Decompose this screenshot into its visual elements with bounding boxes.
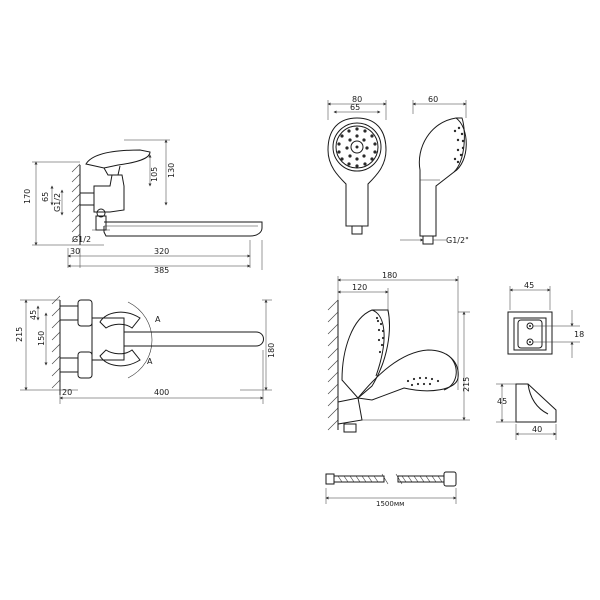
mixer-top-view: A A 215 45 150 180 20 400 [15,295,276,404]
side-nozzles [453,126,465,164]
dim-45-top: 45 [29,310,38,320]
mark-a-top: A [155,315,161,324]
dim-45-bracket: 45 [524,281,534,290]
shower-head-side-view: 60 G1/2" [400,95,469,245]
dim-120-holder: 120 [352,283,367,292]
dim-105: 105 [150,167,159,182]
dim-45-bracket-side: 45 [497,397,507,406]
thread-g12-shower: G1/2" [446,236,469,245]
dim-130: 130 [167,163,176,178]
shower-head-front-view: 80 65 [327,95,387,235]
mixer-side-view: 170 65 G1/2 105 130 G1/2 30 320 385 [23,139,263,275]
dim-170: 170 [23,189,32,204]
dim-1500mm: 1500мм [376,500,404,508]
dim-215-holder: 215 [462,377,471,392]
dim-180-holder: 180 [382,271,397,280]
dim-385: 385 [154,266,169,275]
dim-215-top: 215 [15,327,24,342]
upright-nozzles [375,316,385,354]
dim-30: 30 [70,247,80,256]
spray-nozzles [337,127,377,168]
shower-hose-view: 1500мм [325,471,457,508]
dim-80: 80 [352,95,362,104]
dim-320: 320 [154,247,169,256]
dim-20: 20 [62,388,72,397]
dim-65-dia: 65 [350,103,360,112]
wall-hatch [71,163,81,245]
thread-label-bottom: G1/2 [72,235,91,244]
hose-texture [337,475,443,483]
dim-40: 40 [532,425,542,434]
bracket-side-view: 45 40 [496,383,557,440]
tilted-nozzles [406,376,440,387]
mark-a-bottom: A [147,357,153,366]
dim-65: 65 [41,192,50,202]
bracket-front-view: 45 18 [507,281,584,358]
dim-180-top: 180 [267,343,276,358]
dim-18: 18 [574,330,584,339]
wall-hatch-holder [327,299,339,431]
wall-hatch-top [51,295,61,389]
holder-assembly-view: 180 120 [327,271,471,433]
dim-400: 400 [154,388,169,397]
dim-60: 60 [428,95,438,104]
dim-g12-side: G1/2 [53,193,62,212]
dim-150: 150 [37,331,46,346]
